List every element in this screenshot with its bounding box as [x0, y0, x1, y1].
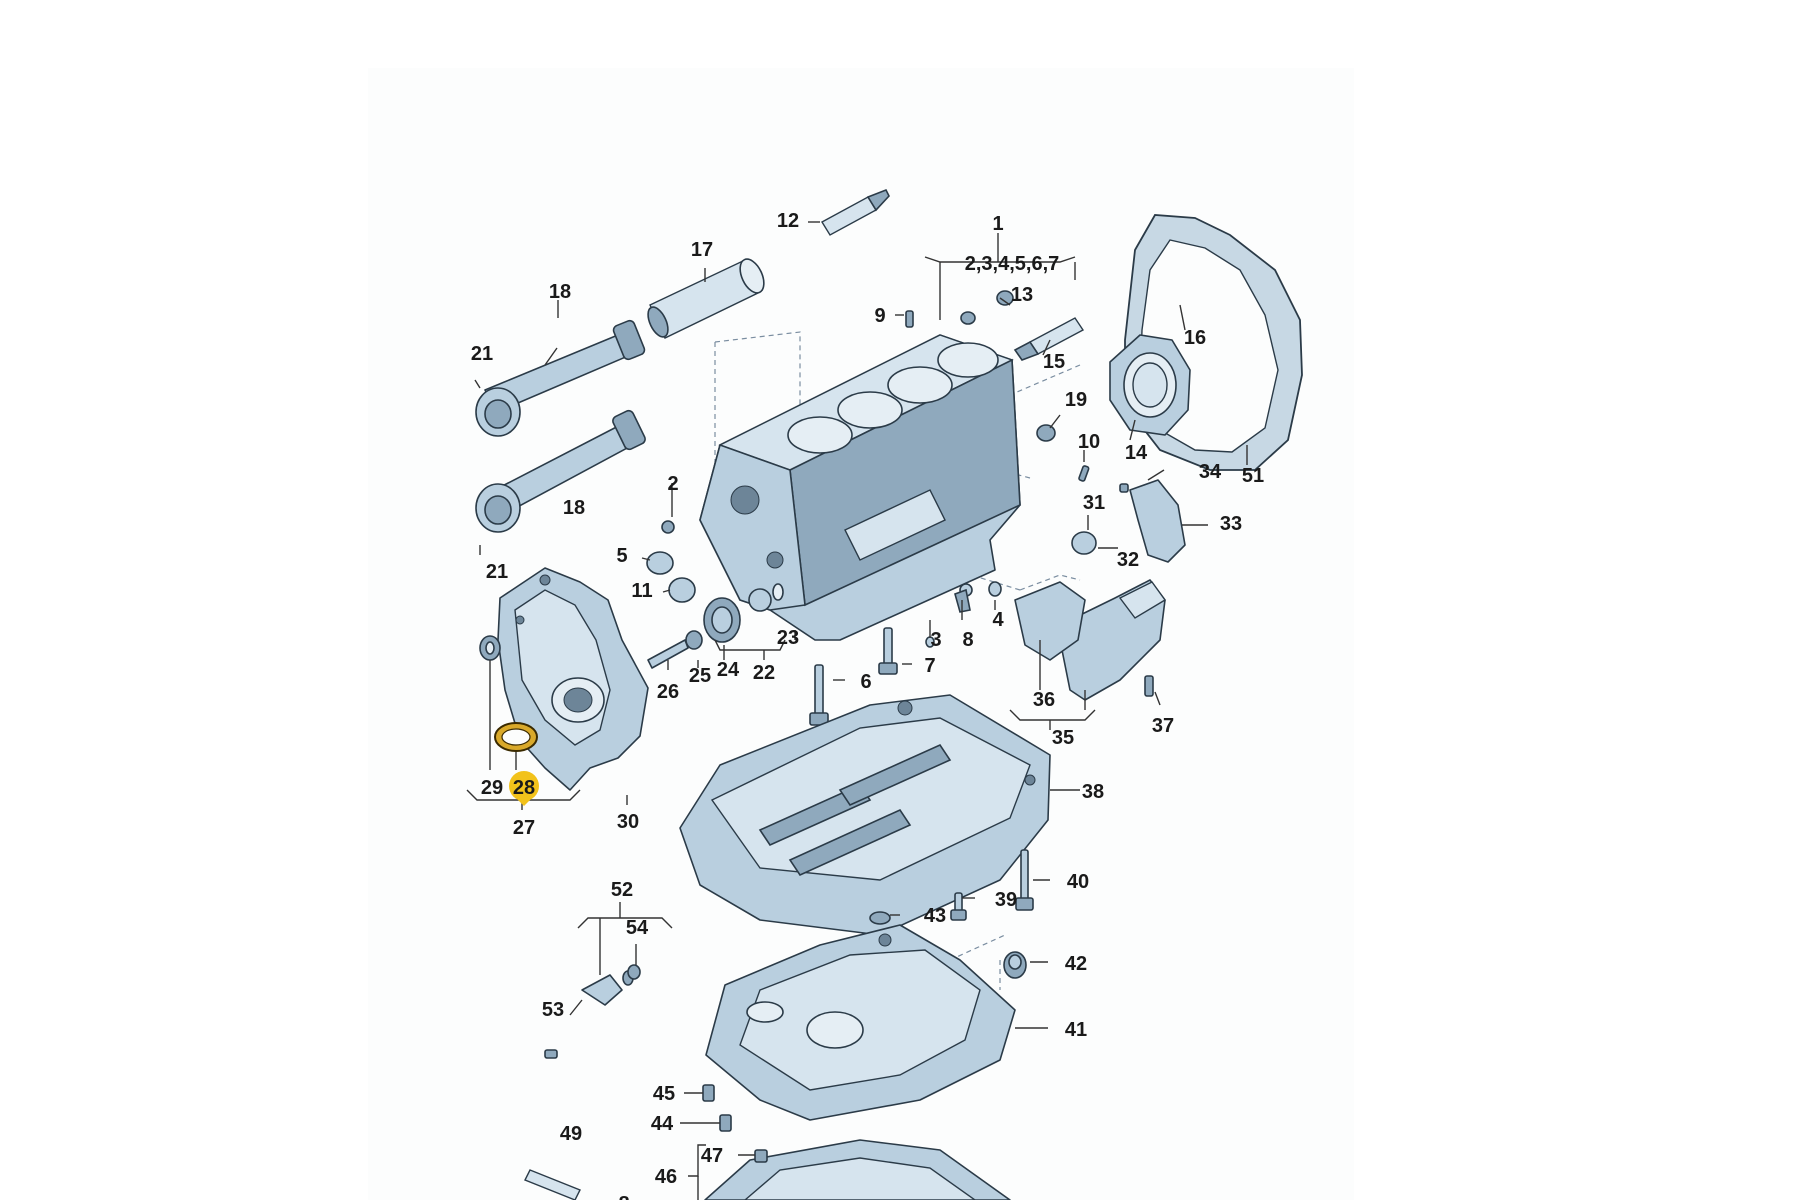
- callout-15[interactable]: 15: [1043, 351, 1065, 373]
- callout-26[interactable]: 26: [657, 681, 679, 703]
- callout-24[interactable]: 24: [717, 659, 740, 681]
- callout-labels: 1 2,3,4,5,6,7 2 3 4 5 6 7 8 9 10 11 12 1…: [471, 210, 1264, 1200]
- callout-41[interactable]: 41: [1065, 1019, 1087, 1041]
- callout-1[interactable]: 1: [992, 213, 1003, 235]
- callout-19[interactable]: 19: [1065, 389, 1087, 411]
- callout-46[interactable]: 46: [655, 1166, 677, 1188]
- sealant-tube: [821, 188, 890, 236]
- bedplate: [679, 694, 1051, 936]
- callout-36[interactable]: 36: [1033, 689, 1055, 711]
- callout-13[interactable]: 13: [1011, 284, 1033, 306]
- housing-33: [1119, 479, 1186, 563]
- callout-17[interactable]: 17: [691, 239, 713, 261]
- sprocket-assembly: [647, 583, 784, 669]
- oil-baffle: [705, 924, 1016, 1121]
- callout-7[interactable]: 7: [924, 655, 935, 677]
- callout-47[interactable]: 47: [701, 1145, 723, 1167]
- callout-29[interactable]: 29: [481, 777, 503, 799]
- callout-22[interactable]: 22: [753, 662, 775, 684]
- small-hardware: [524, 964, 768, 1200]
- callout-12[interactable]: 12: [777, 210, 799, 232]
- callout-23[interactable]: 23: [777, 627, 799, 649]
- callout-18-lower[interactable]: 18: [563, 497, 585, 519]
- callout-18-upper[interactable]: 18: [549, 281, 571, 303]
- rear-seal-flange: [1109, 334, 1191, 436]
- sealant-tube-2: [1013, 317, 1085, 361]
- callout-25[interactable]: 25: [689, 665, 711, 687]
- callout-14[interactable]: 14: [1125, 442, 1148, 464]
- callout-42[interactable]: 42: [1065, 953, 1087, 975]
- washer: [479, 635, 501, 661]
- callout-37[interactable]: 37: [1152, 715, 1174, 737]
- callout-28[interactable]: 28: [513, 777, 535, 799]
- callout-39[interactable]: 39: [995, 889, 1017, 911]
- highlight-marker: [509, 771, 539, 806]
- callout-21-upper[interactable]: 21: [471, 343, 493, 365]
- callout-4[interactable]: 4: [992, 609, 1004, 631]
- callout-52[interactable]: 52: [611, 879, 633, 901]
- callout-32[interactable]: 32: [1117, 549, 1139, 571]
- callout-9[interactable]: 9: [874, 305, 885, 327]
- callout-51[interactable]: 51: [1242, 465, 1264, 487]
- callout-34[interactable]: 34: [1199, 461, 1222, 483]
- callout-8-lower[interactable]: 8: [618, 1193, 629, 1200]
- leader-lines: [466, 221, 1248, 1200]
- callout-30[interactable]: 30: [617, 811, 639, 833]
- callout-53[interactable]: 53: [542, 999, 564, 1021]
- callout-16[interactable]: 16: [1184, 327, 1206, 349]
- callout-35[interactable]: 35: [1052, 727, 1074, 749]
- bolts-lower: [869, 849, 1034, 925]
- cylinder-block: [699, 334, 1021, 641]
- callout-40[interactable]: 40: [1067, 871, 1089, 893]
- balance-shaft-upper: [475, 319, 646, 437]
- callout-27[interactable]: 27: [513, 817, 535, 839]
- callout-6[interactable]: 6: [860, 671, 871, 693]
- callout-33[interactable]: 33: [1220, 513, 1242, 535]
- oil-seal-highlighted: [494, 722, 538, 752]
- callout-11[interactable]: 11: [631, 580, 652, 602]
- timing-cover: [497, 567, 649, 791]
- callout-38[interactable]: 38: [1082, 781, 1104, 803]
- strainer: [1003, 951, 1027, 979]
- balance-shaft-lower: [475, 409, 646, 533]
- callout-5[interactable]: 5: [616, 545, 627, 567]
- callout-2[interactable]: 2: [667, 473, 678, 495]
- callout-54[interactable]: 54: [626, 917, 649, 939]
- callout-8[interactable]: 8: [962, 629, 973, 651]
- callout-21-lower[interactable]: 21: [486, 561, 508, 583]
- housing-35: [1014, 579, 1167, 701]
- callout-49[interactable]: 49: [560, 1123, 582, 1145]
- oil-pan: [704, 1139, 1011, 1200]
- callout-43[interactable]: 43: [924, 905, 946, 927]
- callout-10[interactable]: 10: [1078, 431, 1100, 453]
- callout-44[interactable]: 44: [651, 1113, 674, 1135]
- callout-31[interactable]: 31: [1083, 492, 1105, 514]
- tube: [647, 258, 765, 339]
- callout-45[interactable]: 45: [653, 1083, 675, 1105]
- callout-2-7[interactable]: 2,3,4,5,6,7: [965, 253, 1060, 275]
- callout-3[interactable]: 3: [930, 629, 941, 651]
